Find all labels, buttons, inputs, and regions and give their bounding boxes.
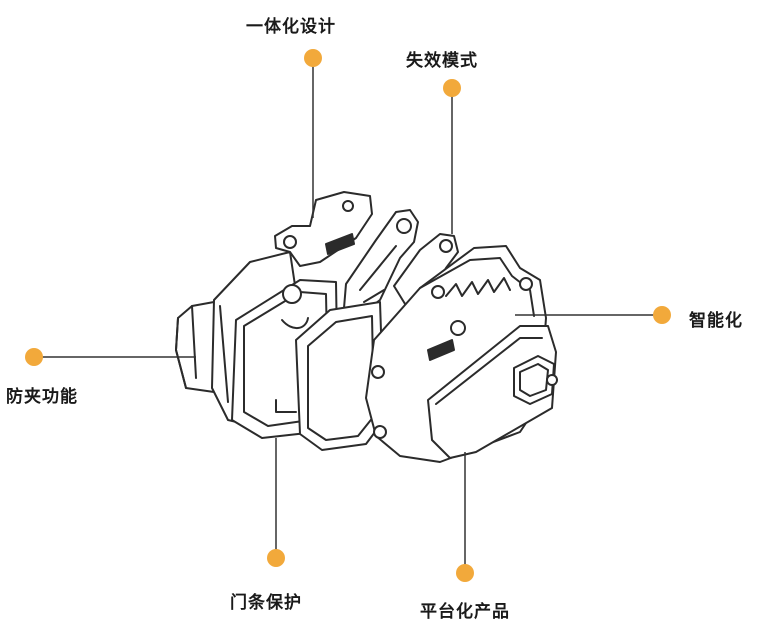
dot-door-strip	[267, 549, 285, 567]
front-inner-plate	[295, 301, 385, 451]
callout-dots	[25, 49, 671, 582]
label-failure-mode: 失效模式	[406, 51, 478, 71]
dot-integrated-design	[304, 49, 322, 67]
motor-cover	[427, 325, 558, 459]
label-platform-product: 平台化产品	[420, 602, 510, 622]
label-intelligent: 智能化	[689, 311, 743, 331]
dot-intelligent	[653, 306, 671, 324]
dot-platform	[456, 564, 474, 582]
door-latch-actuator-illustration	[175, 191, 558, 463]
label-anti-pinch: 防夹功能	[6, 387, 78, 407]
label-door-strip-protection: 门条保护	[230, 593, 302, 613]
dot-anti-pinch	[25, 348, 43, 366]
top-bracket-part	[274, 191, 373, 267]
dot-failure-mode	[443, 79, 461, 97]
leader-lines	[34, 58, 661, 572]
label-integrated-design: 一体化设计	[246, 17, 336, 37]
